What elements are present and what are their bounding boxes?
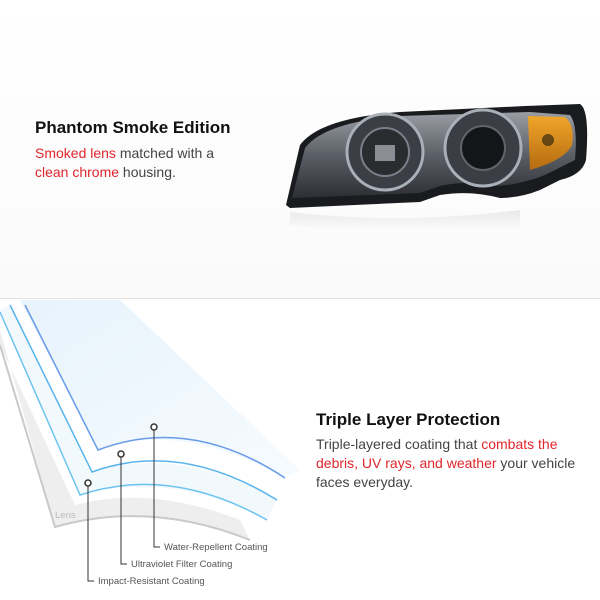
body-text: matched with a	[115, 145, 214, 161]
body-text: your vehicle faces everyday.	[316, 455, 576, 490]
body-text: Triple-layered coating that	[316, 436, 482, 452]
section-title-phantom: Phantom Smoke Edition	[35, 118, 231, 137]
section-divider	[0, 298, 600, 299]
highlight-text: clean chrome	[35, 164, 120, 180]
lens-label: Lens	[55, 510, 76, 521]
section-body-triple-layer: Triple-layered coating that combats the …	[316, 435, 576, 492]
headlight-image	[286, 104, 588, 234]
layer-label-impact-resistant: Impact-Resistant Coating	[98, 576, 205, 587]
highlight-text: Smoked lens	[35, 145, 116, 161]
layer-label-water-repellent: Water-Repellent Coating	[164, 542, 268, 553]
body-text: housing.	[119, 164, 176, 180]
layer-label-uv-filter: Ultraviolet Filter Coating	[131, 559, 232, 570]
section-title-triple-layer: Triple Layer Protection	[316, 410, 501, 429]
impact-resistant-layer	[0, 311, 268, 521]
section-body-phantom: Smoked lens matched with a clean chrome …	[35, 144, 235, 182]
water-repellent-layer	[24, 304, 286, 479]
uv-filter-layer	[9, 304, 278, 501]
highlight-text: combats the debris, UV rays, and weather	[316, 436, 558, 471]
